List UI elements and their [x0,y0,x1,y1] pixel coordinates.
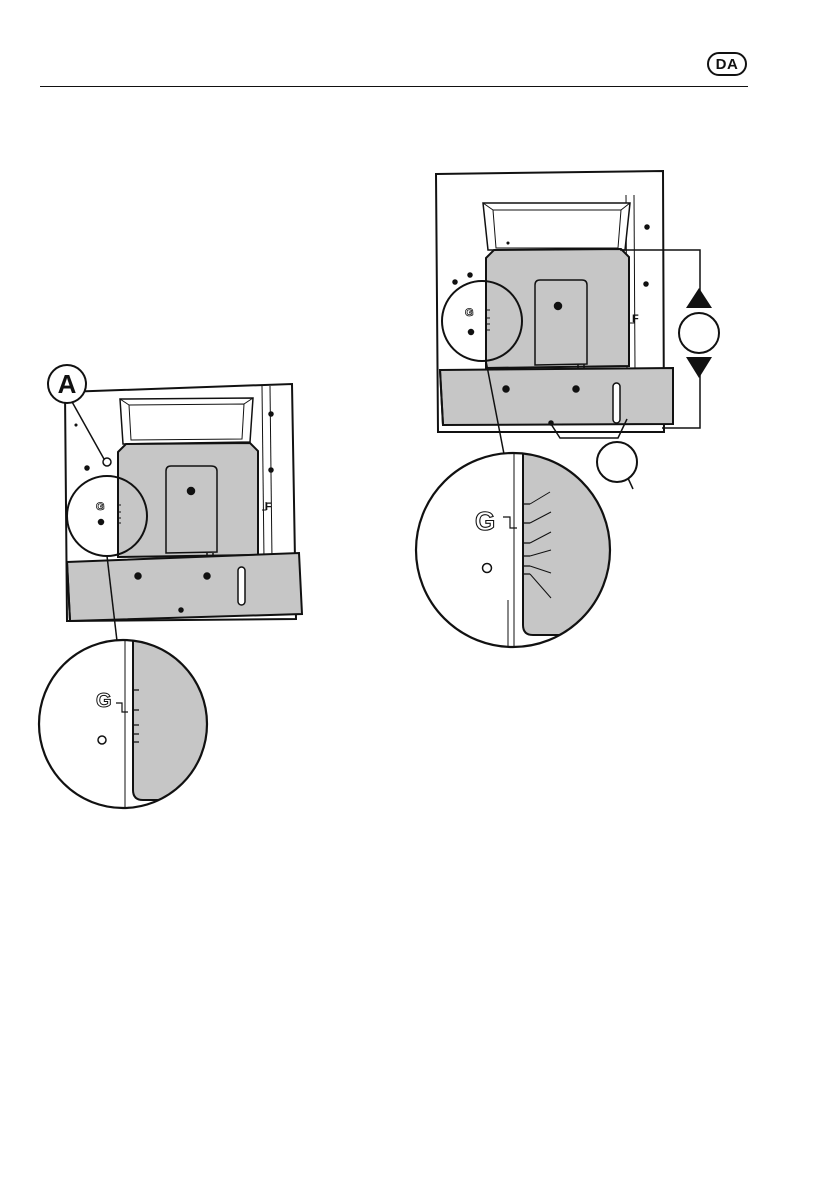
screw-A-left [103,458,111,466]
detail-zoom-left [39,640,220,810]
figure-left-appliance [48,365,302,641]
figure-right-appliance [436,171,719,489]
base-box-right [440,368,673,425]
zoom-mark-G-left: G [96,501,105,513]
detail-zoom-right [416,450,620,650]
base-box-left [67,553,302,621]
base-callout-circle [597,442,637,482]
arrow-down-icon [686,357,712,378]
callout-A-label: A [58,369,77,399]
detail-mark-G-left: G [96,690,112,712]
side-label-F-right: F [632,313,639,325]
height-callout-circle [679,313,719,353]
zoom-mark-G-right: G [465,307,474,319]
detail-mark-G-right: G [475,506,495,536]
side-label-F-left: F [265,501,272,513]
arrow-up-icon [686,288,712,308]
